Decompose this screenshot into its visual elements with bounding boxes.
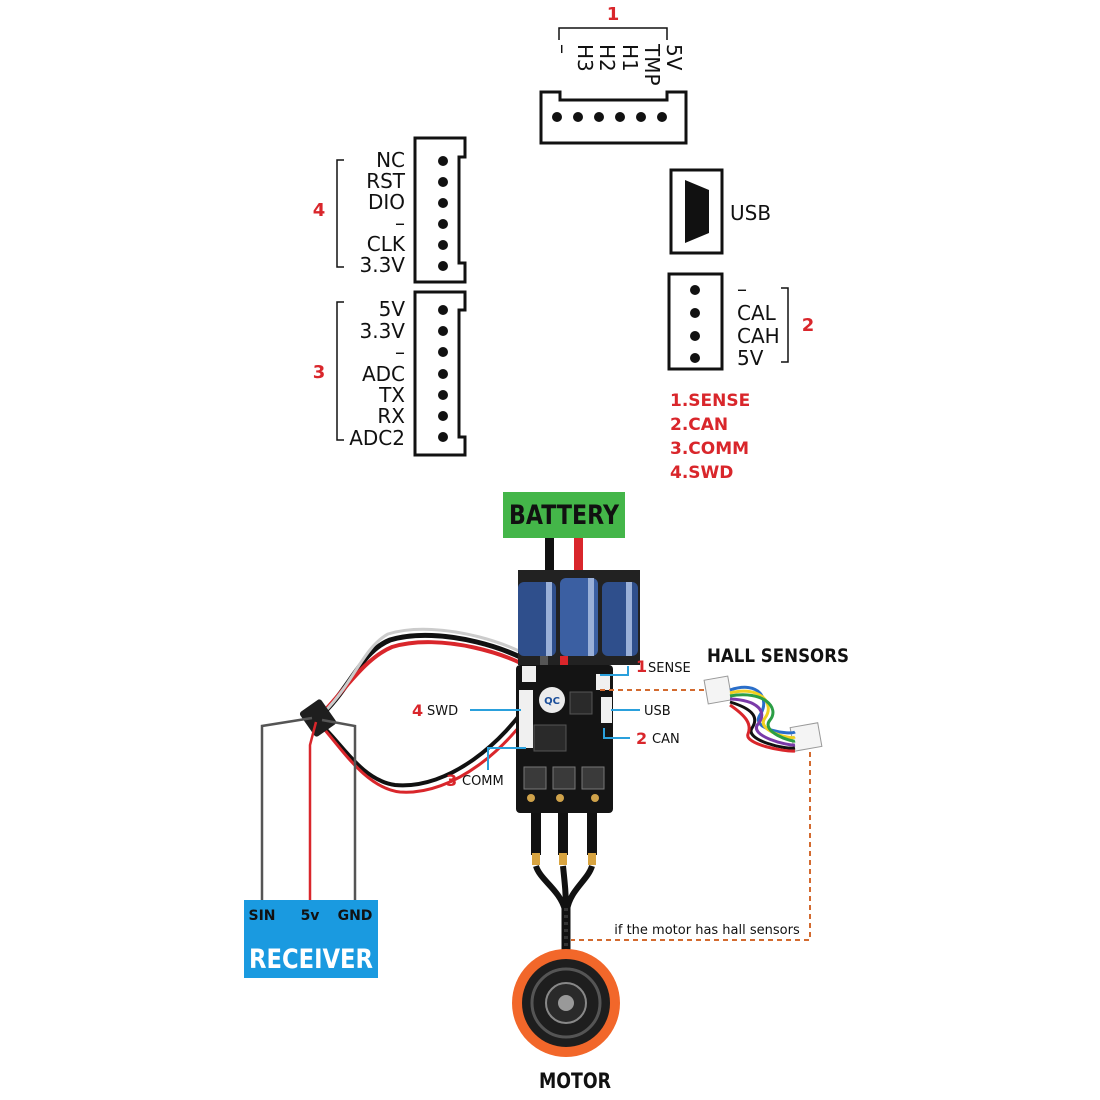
callout-usb-label: USB — [644, 704, 671, 719]
swd-connector-housing — [413, 136, 467, 284]
hall-connector-a — [703, 675, 733, 705]
sense-pin-h3: H3 — [573, 44, 597, 72]
callout-can-label: CAN — [652, 732, 680, 747]
usb-connector-housing — [669, 168, 724, 255]
callout-swd-number: 4 — [412, 701, 423, 720]
can-connector-number: 2 — [802, 315, 815, 336]
sense-bracket — [558, 27, 668, 40]
can-connector-group: – CAL CAH 5V 2 — [667, 272, 815, 371]
motor-phase-wires — [531, 813, 597, 970]
driver-chip — [569, 691, 593, 715]
can-pins — [690, 285, 700, 363]
comm-pins — [438, 305, 448, 442]
swd-pin-gnd: – — [395, 211, 405, 235]
callout-comm-label: COMM — [462, 774, 504, 789]
comm-connector-housing — [413, 290, 467, 457]
callout-can-number: 2 — [636, 729, 647, 748]
controller-board: QC — [516, 570, 640, 813]
pcb-usb-port — [601, 697, 612, 723]
swd-pin-dio: DIO — [368, 190, 405, 214]
legend-item-comm: 3.COMM — [670, 439, 749, 459]
receiver-pin-sin: SIN — [248, 908, 275, 924]
mosfets — [523, 766, 605, 790]
comm-bracket — [336, 301, 344, 441]
comm-pin-3v3: 3.3V — [360, 319, 406, 343]
comm-pin-rx: RX — [377, 404, 405, 428]
legend-item-can: 2.CAN — [670, 415, 728, 435]
hall-sensor-cable: HALL SENSORS — [703, 645, 849, 753]
connector-legend: 1.SENSE 2.CAN 3.COMM 4.SWD — [670, 391, 750, 483]
can-connector-housing — [667, 272, 724, 371]
can-bracket — [781, 287, 789, 363]
battery-label: BATTERY — [509, 500, 619, 531]
motor-label: MOTOR — [539, 1069, 611, 1093]
pcb-side-connector-left — [519, 690, 533, 748]
swd-bracket — [336, 159, 344, 268]
sense-pin-tmp: TMP — [640, 43, 664, 86]
pcb-top-left-header — [522, 666, 536, 682]
usb-connector-group: USB — [669, 168, 771, 255]
qc-sticker — [539, 687, 565, 713]
can-pin-cal: CAL — [737, 301, 777, 325]
receiver-pin-5v: 5v — [301, 908, 320, 924]
swd-connector-number: 4 — [313, 200, 326, 221]
receiver-pin-gnd: GND — [338, 908, 373, 924]
callout-sense-label: SENSE — [648, 661, 691, 676]
swd-pin-3v3: 3.3V — [360, 253, 406, 277]
can-pin-5v: 5V — [737, 346, 764, 370]
callout-line-comm — [487, 747, 526, 770]
callout-swd-label: SWD — [427, 704, 458, 719]
legend-item-sense: 1.SENSE — [670, 391, 750, 411]
pcb-sense-header — [596, 674, 610, 690]
can-pin-cah: CAH — [737, 324, 780, 348]
receiver-box — [244, 900, 378, 978]
comm-pin-adc: ADC — [362, 362, 405, 386]
battery-group: BATTERY — [503, 492, 625, 578]
sense-pin-h1: H1 — [618, 44, 642, 72]
receiver-label: RECEIVER — [249, 944, 373, 975]
callout-sense-number: 1 — [636, 657, 647, 676]
swd-connector-group: 4 NC RST DIO – CLK 3.3V — [313, 136, 467, 284]
mcu-chip — [533, 724, 567, 752]
comm-connector-number: 3 — [313, 362, 326, 383]
qc-sticker-text: QC — [544, 696, 560, 707]
board-callouts: 1 SENSE 4 SWD USB 2 CAN 3 COMM — [412, 657, 691, 790]
hall-sensors-label: HALL SENSORS — [707, 645, 849, 667]
motor-group: MOTOR — [512, 949, 620, 1093]
comm-pin-tx: TX — [378, 383, 405, 407]
motor-phase-pads — [527, 794, 599, 802]
battery-box — [503, 492, 625, 538]
callout-line-can — [603, 728, 630, 739]
motor-shaft — [558, 995, 574, 1011]
callout-line-sense — [600, 666, 629, 676]
sense-connector-group: 1 5V TMP H1 H2 H3 – — [539, 4, 688, 145]
battery-positive-wire — [574, 538, 583, 578]
swd-pin-nc: NC — [376, 148, 405, 172]
sense-connector-number: 1 — [607, 4, 620, 25]
capacitor-bank — [518, 570, 640, 670]
receiver-servo-cable — [260, 627, 547, 905]
sense-connector-housing — [539, 90, 688, 145]
sense-pin-5v: 5V — [662, 44, 686, 71]
comm-pin-gnd: – — [395, 340, 405, 364]
comm-pin-5v: 5V — [379, 297, 406, 321]
swd-pin-rst: RST — [366, 169, 406, 193]
battery-negative-wire — [545, 538, 554, 578]
comm-pin-adc2: ADC2 — [349, 426, 405, 450]
callout-comm-number: 3 — [446, 771, 457, 790]
sense-pin-h2: H2 — [595, 44, 619, 72]
swd-pins — [438, 156, 448, 271]
hall-note: if the motor has hall sensors — [614, 923, 800, 938]
sense-pin-gnd: – — [551, 44, 575, 54]
can-pin-gnd: – — [737, 277, 747, 301]
legend-item-swd: 4.SWD — [670, 463, 733, 483]
sense-pins — [552, 112, 667, 122]
comm-connector-group: 3 5V 3.3V – ADC TX RX ADC2 — [313, 290, 467, 457]
receiver-group: SIN 5v GND RECEIVER — [244, 900, 378, 978]
swd-pin-clk: CLK — [367, 232, 406, 256]
usb-label: USB — [730, 201, 771, 225]
usb-port-icon — [685, 180, 709, 243]
